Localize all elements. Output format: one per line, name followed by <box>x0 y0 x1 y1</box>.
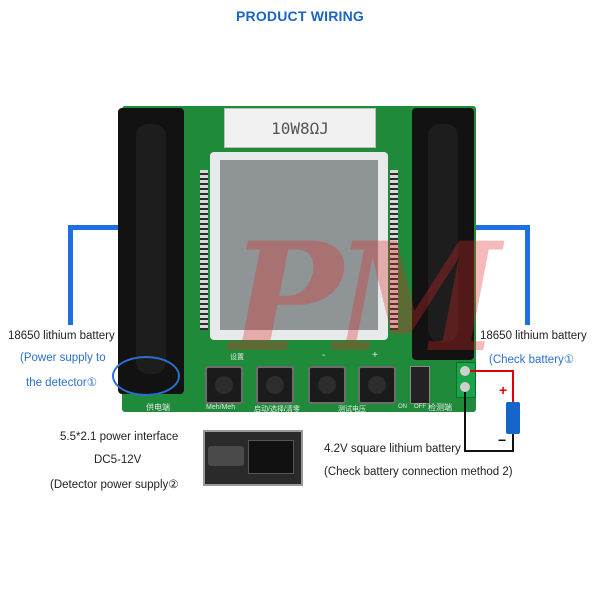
power-interface-voltage: DC5-12V <box>94 454 142 466</box>
switch-on-label: ON <box>398 404 407 410</box>
button-label-test: 测试电压 <box>338 406 366 413</box>
bottom-right-label: 检测端 <box>428 403 452 412</box>
right-battery-label: 18650 lithium battery <box>480 330 587 342</box>
plus-button[interactable] <box>358 366 396 404</box>
left-battery-label: 18650 lithium battery <box>8 330 115 342</box>
button-label-start: 启动/选择/清零 <box>254 406 300 413</box>
meh-button[interactable] <box>205 366 243 404</box>
terminal-screw-bottom <box>460 382 470 392</box>
page-title: PRODUCT WIRING <box>235 8 364 24</box>
watermark-logo: PM <box>230 210 501 386</box>
left-wire-vertical <box>68 225 73 325</box>
black-wire-vertical <box>464 392 466 452</box>
label-plus: + <box>372 350 378 361</box>
power-interface-label: 5.5*2.1 power interface <box>60 431 179 443</box>
red-wire-horizontal <box>470 370 514 372</box>
square-battery-label: 4.2V square lithium battery <box>324 443 461 455</box>
terminal-screw-top <box>460 366 470 376</box>
minus-sign: − <box>498 432 507 448</box>
minus-button[interactable] <box>308 366 346 404</box>
power-switch[interactable] <box>410 366 430 404</box>
switch-off-label: OFF <box>414 404 426 410</box>
power-interface-note: (Detector power supply② <box>50 479 179 491</box>
lcd-pins-right <box>390 170 398 330</box>
red-wire-vertical <box>512 370 514 404</box>
right-battery-note: (Check battery① <box>489 354 575 366</box>
left-battery-note-2: the detector① <box>26 377 98 389</box>
left-wire-horizontal <box>68 225 130 230</box>
dc-jack-body <box>248 440 294 474</box>
power-resistor: 10W8ΩJ <box>224 108 376 148</box>
left-holder-slot <box>136 124 166 374</box>
black-wire-up <box>512 432 514 452</box>
label-minus: - <box>322 350 326 361</box>
bottom-left-label: 供电端 <box>146 403 170 412</box>
lcd-screen <box>220 160 378 330</box>
button-label-meh: Meh/Meh <box>206 404 236 411</box>
highlight-oval <box>112 356 180 396</box>
right-wire-horizontal <box>470 225 530 230</box>
black-wire-horizontal <box>464 450 514 452</box>
square-battery-note: (Check battery connection method 2) <box>324 466 513 478</box>
right-holder-slot <box>428 124 458 342</box>
right-wire-vertical <box>525 225 530 325</box>
start-select-button[interactable] <box>256 366 294 404</box>
plus-sign: + <box>499 382 508 398</box>
label-settings: 设置 <box>230 354 244 361</box>
left-battery-note-1: (Power supply to <box>20 352 106 364</box>
square-battery-icon <box>506 402 520 434</box>
dc-jack-plug <box>208 446 244 466</box>
lcd-pins-left <box>200 170 208 330</box>
